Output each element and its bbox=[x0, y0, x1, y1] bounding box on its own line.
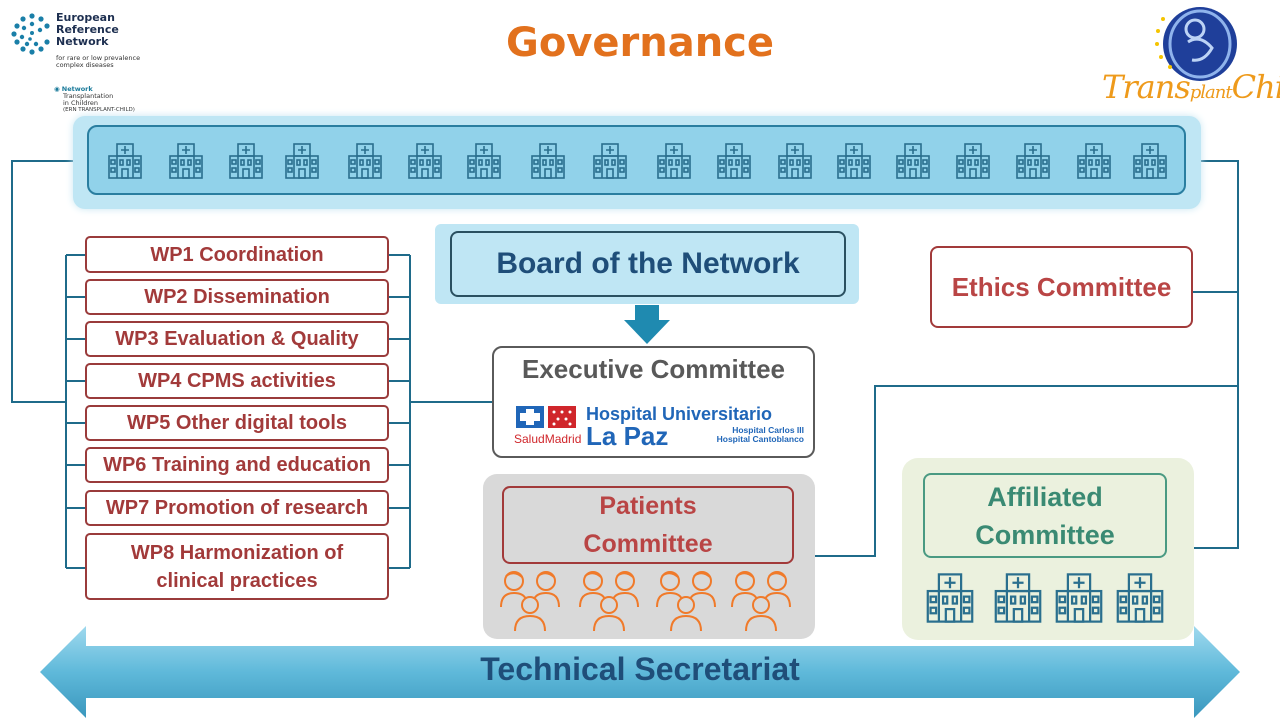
people-group-icon bbox=[728, 567, 794, 633]
affiliated-committee: Affiliated Committee bbox=[923, 473, 1167, 558]
hospital-icon bbox=[1015, 142, 1051, 180]
hospital-icon bbox=[407, 142, 443, 180]
hospital-icon bbox=[1132, 142, 1168, 180]
hospital-icon bbox=[592, 142, 628, 180]
down-arrow-icon bbox=[624, 305, 670, 344]
hospital-la-paz-logo: SaludMadrid Hospital Universitario La Pa… bbox=[514, 404, 804, 451]
wp5-box: WP5 Other digital tools bbox=[85, 405, 389, 441]
wp8-box: WP8 Harmonization of clinical practices bbox=[85, 533, 389, 600]
wp7-box: WP7 Promotion of research bbox=[85, 490, 389, 526]
hospital-icon bbox=[284, 142, 320, 180]
ern-network: ◉ Network Transplantation in Children (E… bbox=[54, 85, 135, 114]
hospital-icon bbox=[228, 142, 264, 180]
hospital-icon bbox=[168, 142, 204, 180]
hospital-icon bbox=[107, 142, 143, 180]
hospital-band-inner bbox=[87, 125, 1186, 195]
hospital-icon bbox=[530, 142, 566, 180]
board-of-the-network: Board of the Network bbox=[450, 231, 846, 297]
hospital-icon bbox=[993, 570, 1043, 626]
hospital-icon bbox=[895, 142, 931, 180]
wp4-box: WP4 CPMS activities bbox=[85, 363, 389, 399]
hospital-icon bbox=[1115, 570, 1165, 626]
hospital-icon bbox=[716, 142, 752, 180]
wp6-box: WP6 Training and education bbox=[85, 447, 389, 483]
executive-committee: Executive Committee SaludMadrid Hospital… bbox=[492, 346, 815, 458]
hospital-icon bbox=[777, 142, 813, 180]
transplantchild-logo-icon bbox=[1155, 7, 1237, 81]
executive-title: Executive Committee bbox=[522, 354, 785, 384]
wp1-box: WP1 Coordination bbox=[85, 236, 389, 273]
ern-subtitle: for rare or low prevalence complex disea… bbox=[56, 54, 141, 69]
hospital-icon bbox=[1076, 142, 1112, 180]
people-group-icon bbox=[576, 567, 642, 633]
hospital-icon bbox=[1054, 570, 1104, 626]
hospital-icon bbox=[925, 570, 975, 626]
ethics-committee: Ethics Committee bbox=[930, 246, 1193, 328]
hospital-icon bbox=[656, 142, 692, 180]
technical-secretariat: Technical Secretariat bbox=[480, 651, 800, 687]
salud-madrid-icon bbox=[516, 406, 576, 428]
transplantchild-wordmark: TransplantChild bbox=[1102, 68, 1280, 106]
ern-dots-icon bbox=[11, 13, 50, 55]
hospital-icon bbox=[347, 142, 383, 180]
ern-name: European Reference Network bbox=[56, 11, 119, 48]
hospital-icon bbox=[466, 142, 502, 180]
hospital-icon bbox=[955, 142, 991, 180]
people-group-icon bbox=[497, 567, 563, 633]
double-arrow-icon bbox=[40, 626, 1240, 718]
hospital-icon bbox=[836, 142, 872, 180]
patients-committee: Patients Committee bbox=[502, 486, 794, 564]
wp3-box: WP3 Evaluation & Quality bbox=[85, 321, 389, 357]
people-group-icon bbox=[653, 567, 719, 633]
page-title: Governance bbox=[505, 20, 775, 66]
wp2-box: WP2 Dissemination bbox=[85, 279, 389, 315]
